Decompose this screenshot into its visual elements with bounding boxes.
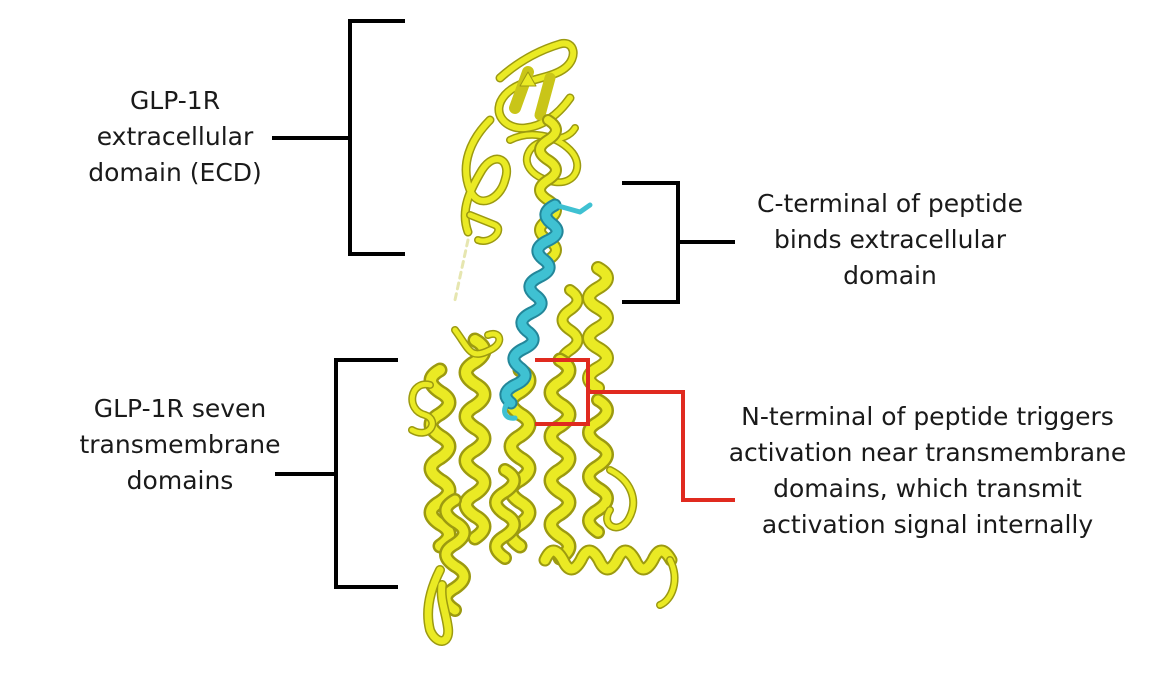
tm-helix-bundle xyxy=(408,326,679,646)
glp1r-receptor-ribbon xyxy=(408,38,679,646)
n-terminal-label-line-3: domains, which transmit xyxy=(773,474,1082,503)
transmembrane-bracket xyxy=(275,358,398,589)
transmembrane-label: GLP-1R seven transmembrane domains xyxy=(60,391,300,499)
c-terminal-label-line-1: C-terminal of peptide xyxy=(756,189,1023,218)
c-terminal-label-line-2: binds extracellular xyxy=(773,225,1007,254)
ecd-bracket xyxy=(272,19,405,256)
n-terminal-label-line-2: activation near transmembrane xyxy=(728,438,1127,467)
c-terminal-label-line-3: domain xyxy=(843,261,937,290)
ecd-label-line-3: domain (ECD) xyxy=(88,158,262,187)
ecd-label-line-1: GLP-1R xyxy=(129,86,221,115)
transmembrane-label-line-3: domains xyxy=(126,466,234,495)
ecd-ribbon xyxy=(453,38,582,302)
ecd-label: GLP-1R extracellular domain (ECD) xyxy=(60,83,290,191)
n-terminal-label-line-1: N-terminal of peptide triggers xyxy=(741,402,1114,431)
c-terminal-bracket xyxy=(622,181,735,304)
c-terminal-label: C-terminal of peptide binds extracellula… xyxy=(735,186,1045,294)
n-terminal-label-line-4: activation signal internally xyxy=(761,510,1094,539)
n-terminal-label: N-terminal of peptide triggers activatio… xyxy=(720,399,1135,543)
n-terminal-highlight-bracket xyxy=(535,358,735,502)
transmembrane-label-line-2: transmembrane xyxy=(79,430,281,459)
transmembrane-label-line-1: GLP-1R seven xyxy=(93,394,267,423)
glp1-peptide-helix xyxy=(499,198,593,421)
ecd-label-line-2: extracellular xyxy=(96,122,254,151)
